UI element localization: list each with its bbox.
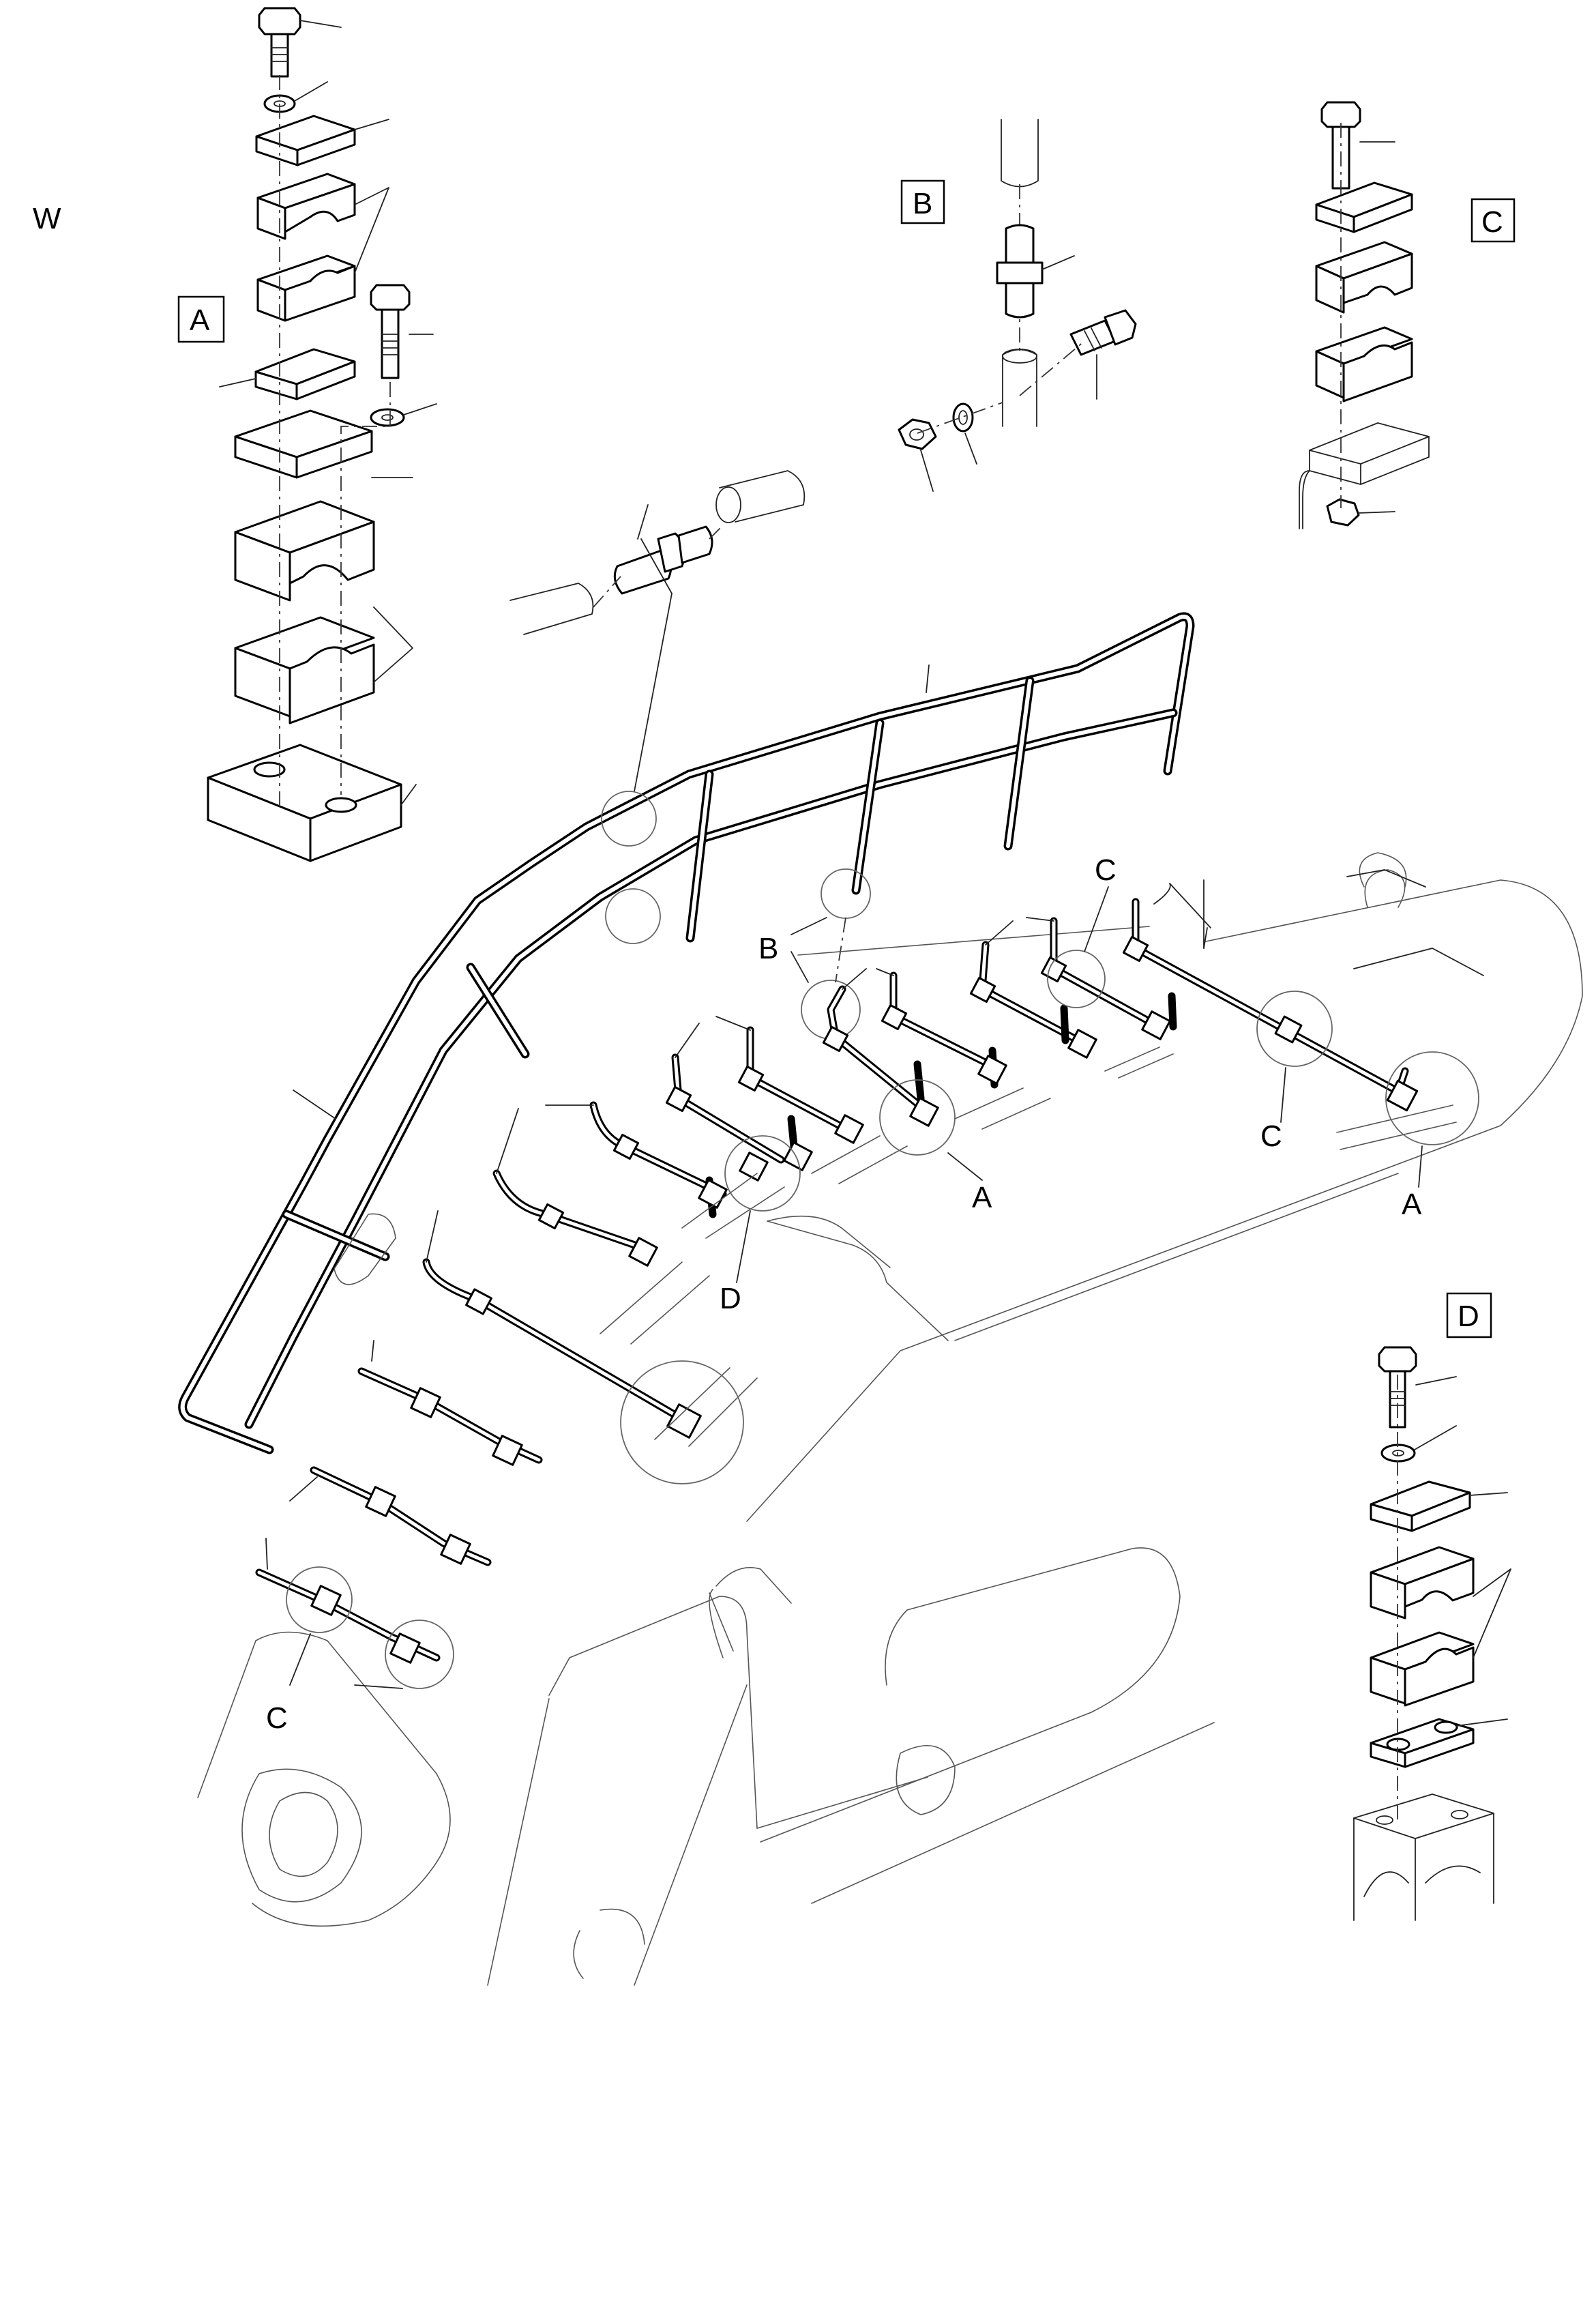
callout-a-center: A <box>972 1181 992 1214</box>
machine-boom-outline <box>197 852 1583 1986</box>
detail-d-tab-washer <box>1380 1425 1457 1463</box>
callout-c-upper-leader <box>1084 886 1109 952</box>
callout-a-center-leader <box>947 1152 983 1181</box>
detail-c-cover-plate <box>1315 181 1413 233</box>
detail-d-clamp-halves <box>1370 1546 1511 1707</box>
detail-a-bolt-side <box>370 284 437 427</box>
detail-d-label: D <box>1458 1300 1479 1333</box>
detail-c-clamp-halves <box>1315 241 1413 402</box>
detail-c-bolt <box>1320 101 1395 190</box>
detail-a-clamp-halves-large <box>234 500 413 724</box>
detail-b-pivot-pin <box>996 224 1075 319</box>
detail-d-clamp-assembly: D <box>1353 1292 1511 1921</box>
callout-b-leaders <box>790 917 827 983</box>
detail-a-cover-plate-small <box>255 115 389 166</box>
detail-c-nut <box>1326 498 1395 527</box>
detail-a-label-box <box>177 295 225 343</box>
detail-a-clamp-halves-small <box>256 173 389 322</box>
sheet-corner-mark: W <box>33 202 61 235</box>
callout-d: D <box>720 1282 741 1315</box>
detail-a-tab-washer <box>263 81 328 113</box>
detail-d-base-plate <box>1370 1718 1508 1768</box>
callout-c-right-leader <box>1280 1067 1286 1123</box>
detail-d-cover-plate <box>1370 1480 1508 1532</box>
detail-c-label-box <box>1471 198 1516 243</box>
pin-detail-connector <box>509 470 806 792</box>
detail-c-label: C <box>1481 205 1503 239</box>
handrail-assembly <box>178 612 1195 1454</box>
detail-a-cover-plate <box>219 348 356 400</box>
detail-b-bolt <box>1019 309 1137 400</box>
hose-clamp-blocks <box>465 935 1419 1439</box>
callout-c-right: C <box>1260 1119 1282 1153</box>
detail-a-label: A <box>190 304 210 337</box>
callout-c-upper: C <box>1095 853 1117 887</box>
callout-d-leader <box>736 1210 751 1283</box>
detail-a-clamp-assembly: A <box>177 7 437 862</box>
detail-a-spacer-plate-large <box>234 409 413 479</box>
pin-detail-pin <box>613 525 713 595</box>
detail-c-clamp-assembly: C <box>1299 101 1516 529</box>
hose-bracket-row <box>422 869 1484 1484</box>
detail-b-pin-assembly: B <box>898 119 1137 492</box>
callout-c-lower: C <box>266 1701 288 1735</box>
detail-d-bolt <box>1378 1346 1457 1429</box>
detail-c-mount-bracket <box>1299 422 1430 529</box>
detail-b-label-box <box>900 179 945 224</box>
detail-b-label: B <box>913 187 932 220</box>
detail-b-nut-washer <box>898 402 1003 492</box>
callout-a-right: A <box>1402 1188 1422 1221</box>
lower-hose-clamps <box>255 1340 543 1689</box>
callout-a-right-leader <box>1418 1145 1423 1188</box>
callout-b: B <box>758 932 778 965</box>
detail-a-bolt-top <box>258 7 342 78</box>
detail-d-mount-block <box>1353 1793 1494 1921</box>
detail-d-label-box <box>1446 1292 1492 1338</box>
detail-a-base-plate <box>207 744 417 862</box>
